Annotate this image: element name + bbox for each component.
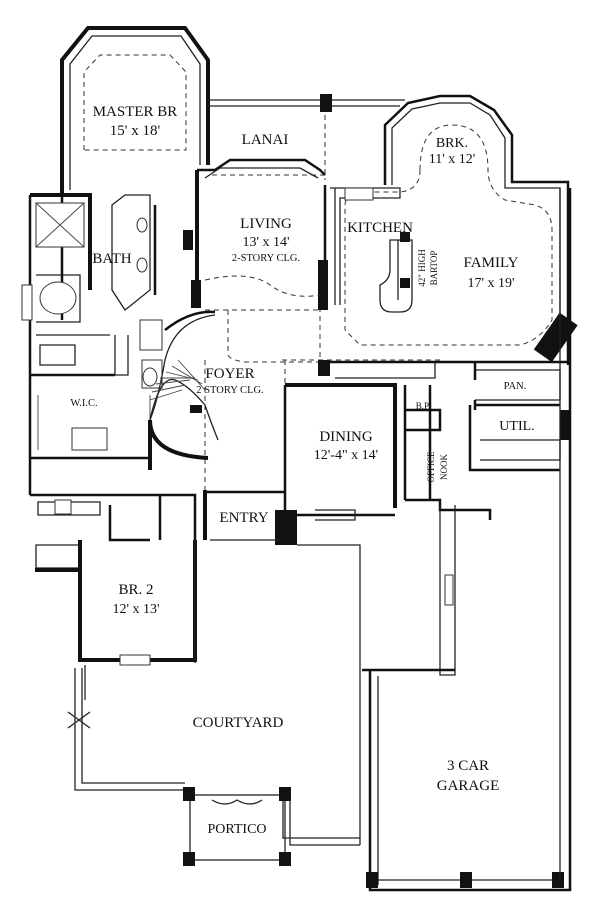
master-room-size: 15' x 18' bbox=[110, 123, 161, 139]
family-room-name: FAMILY bbox=[464, 255, 519, 271]
brk-room-name: BRK. bbox=[436, 136, 468, 151]
master-room-name: MASTER BR bbox=[93, 104, 178, 120]
bath-room-name: BATH bbox=[92, 251, 131, 267]
bedroom2-walls bbox=[30, 493, 197, 700]
portico-walls bbox=[183, 787, 291, 866]
living-walls bbox=[191, 158, 328, 310]
bartop-label-line2: BARTOP bbox=[429, 251, 439, 286]
garage-label-line2: GARAGE bbox=[437, 778, 500, 794]
courtyard-room-name: COURTYARD bbox=[193, 715, 284, 731]
garage-walls bbox=[362, 188, 572, 892]
pantry-room-name: PAN. bbox=[504, 381, 527, 392]
foyer-room-note: 2 STORY CLG. bbox=[196, 385, 263, 396]
bp-room-name: B.P. bbox=[416, 401, 431, 411]
entry-walls bbox=[203, 490, 297, 545]
br2-room-size: 12' x 13' bbox=[112, 602, 159, 617]
foyer-room-name: FOYER bbox=[205, 366, 254, 382]
kitchen-counters bbox=[323, 185, 413, 313]
br2-room-name: BR. 2 bbox=[118, 582, 153, 598]
bath-walls bbox=[21, 193, 193, 495]
living-room-note: 2-STORY CLG. bbox=[232, 253, 300, 264]
family-room-size: 17' x 19' bbox=[467, 276, 514, 291]
portico-room-name: PORTICO bbox=[207, 822, 266, 837]
living-room-size: 13' x 14' bbox=[242, 235, 289, 250]
dining-room-name: DINING bbox=[319, 429, 372, 445]
living-room-name: LIVING bbox=[240, 216, 292, 232]
util-room-name: UTIL. bbox=[499, 419, 534, 434]
wic-room-name: W.I.C. bbox=[70, 398, 97, 409]
entry-room-name: ENTRY bbox=[219, 510, 268, 526]
family-walls bbox=[344, 94, 578, 365]
kitchen-room-name: KITCHEN bbox=[347, 220, 413, 236]
office-label-line2: NOOK bbox=[439, 454, 449, 480]
garage-label-line1: 3 CAR bbox=[447, 758, 489, 774]
courtyard-walls bbox=[67, 540, 361, 846]
dining-util-walls bbox=[282, 359, 570, 521]
lanai-room-name: LANAI bbox=[242, 132, 289, 148]
master-bedroom-walls bbox=[60, 26, 210, 195]
brk-room-size: 11' x 12' bbox=[429, 152, 476, 167]
bartop-label-line1: 42" HIGH bbox=[417, 249, 427, 287]
office-label-line1: OFFICE bbox=[426, 451, 436, 483]
dining-room-size: 12'-4" x 14' bbox=[314, 448, 378, 463]
lanai-walls bbox=[208, 94, 405, 180]
foyer-stair bbox=[148, 309, 321, 490]
